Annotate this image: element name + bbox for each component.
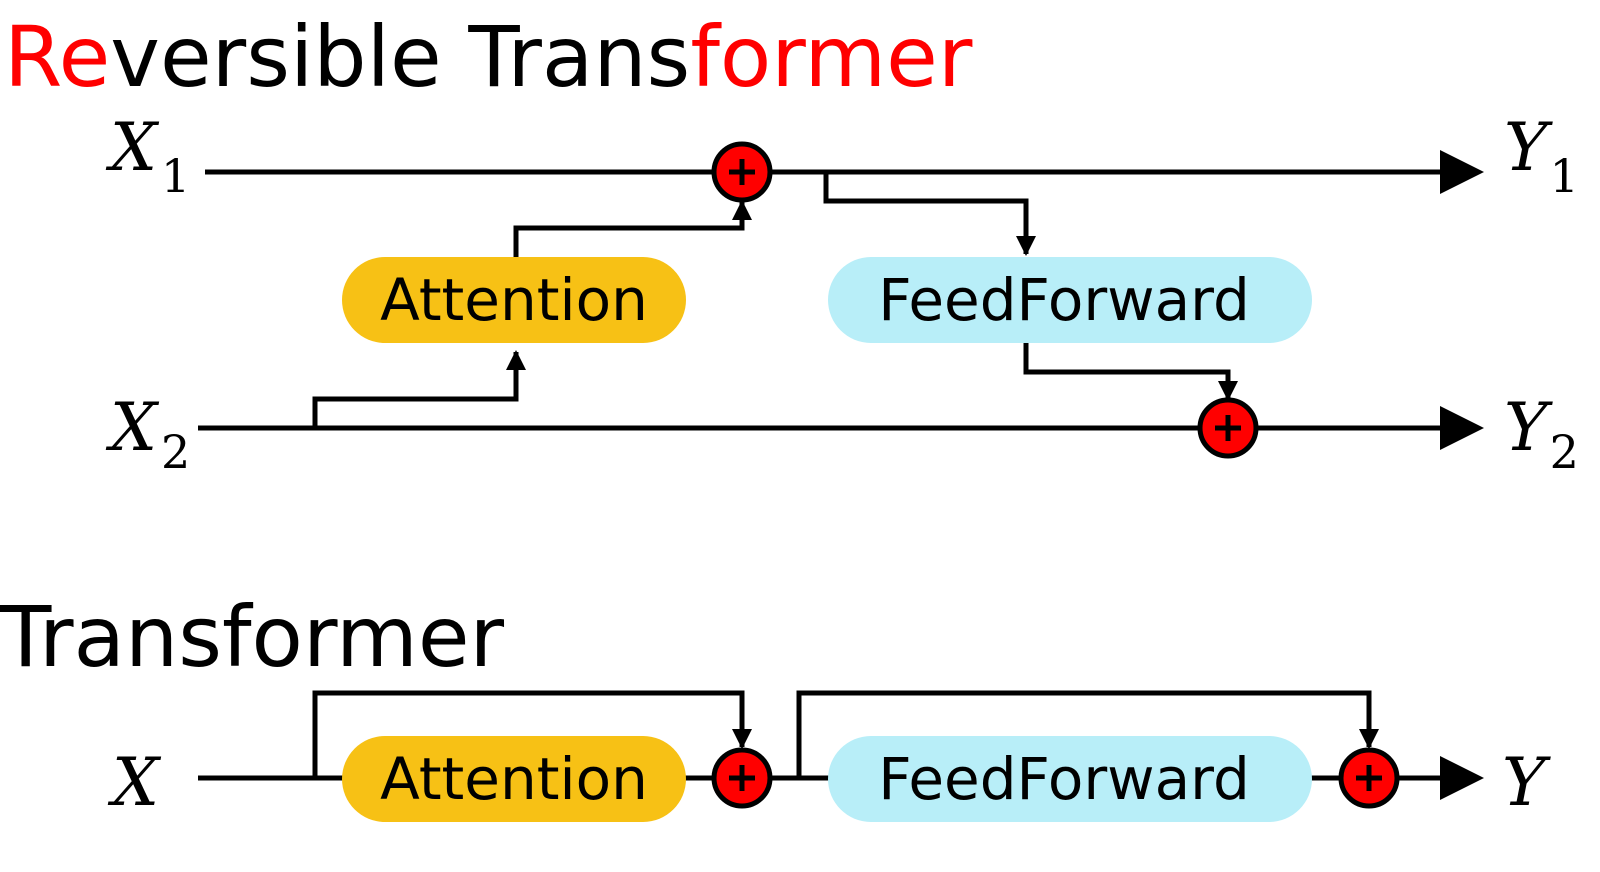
reversible-title: Reversible Transformer: [4, 8, 973, 106]
residual-skip-feedforward: [796, 690, 1379, 778]
y2-arrowhead: [1440, 406, 1484, 450]
feedforward-label: FeedForward: [878, 745, 1250, 813]
feedforward-to-adder-connector: [1023, 342, 1238, 401]
residual-skip-attention: [312, 690, 752, 778]
y1-arrowhead: [1440, 150, 1484, 194]
x-label: X: [107, 744, 162, 821]
y1-to-feedforward-connector: [823, 172, 1036, 256]
feedforward-block: FeedForward: [828, 736, 1312, 822]
x2-sub: 2: [161, 425, 190, 479]
attention-label-reversible: Attention: [380, 266, 648, 334]
x2-to-attention-connector: [312, 350, 526, 428]
attention-to-adder-connector: [513, 200, 752, 257]
x1-main: X: [105, 109, 160, 186]
y1-main: Y: [1504, 109, 1553, 186]
y1-sub: 1: [1550, 149, 1579, 203]
adder-feedforward-icon: [1338, 747, 1400, 809]
adder-top-icon: [711, 141, 773, 203]
adder-attention-icon: [711, 747, 773, 809]
y2-label: Y2: [1504, 389, 1579, 479]
y1-label: Y1: [1504, 109, 1579, 203]
x2-label: X2: [105, 389, 190, 479]
x1-label: X1: [105, 109, 190, 203]
attention-block-reversible: Attention: [342, 257, 686, 343]
attention-block: Attention: [342, 736, 686, 822]
y-arrowhead: [1440, 756, 1484, 800]
attention-label: Attention: [380, 745, 648, 813]
y-label: Y: [1502, 744, 1551, 821]
reversible-title-red-1: Re: [4, 8, 110, 106]
y2-main: Y: [1504, 389, 1553, 466]
x2-main: X: [105, 389, 160, 466]
transformer-title: Transformer: [0, 588, 505, 686]
reversible-title-red-2: former: [690, 8, 973, 106]
x1-sub: 1: [161, 149, 190, 203]
reversible-title-black: versible Trans: [110, 8, 690, 106]
feedforward-label-reversible: FeedForward: [878, 266, 1250, 334]
y2-sub: 2: [1550, 425, 1579, 479]
feedforward-block-reversible: FeedForward: [828, 257, 1312, 343]
adder-bottom-icon: [1197, 397, 1259, 459]
